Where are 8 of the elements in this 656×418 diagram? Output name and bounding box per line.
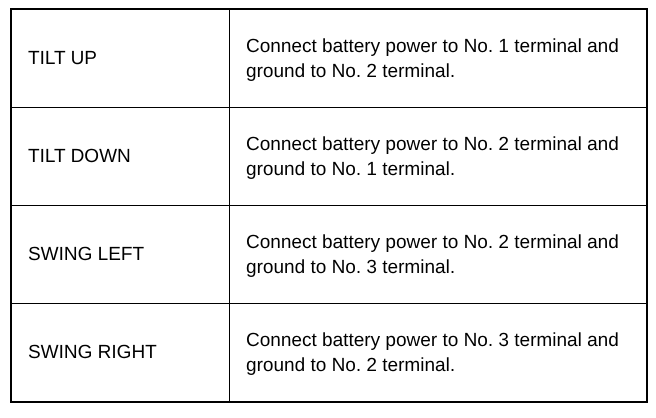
action-label: TILT UP	[28, 48, 97, 68]
instruction-text: Connect battery power to No. 1 terminal and ground to No. 2 terminal.	[246, 36, 619, 82]
action-label: TILT DOWN	[28, 146, 131, 166]
instruction-text: Connect battery power to No. 2 terminal and ground to No. 1 terminal.	[246, 134, 619, 180]
instruction-text: Connect battery power to No. 2 terminal and ground to No. 3 terminal.	[246, 232, 619, 278]
action-label: SWING RIGHT	[28, 342, 157, 362]
action-label: SWING LEFT	[28, 244, 144, 264]
instruction-text: Connect battery power to No. 3 terminal and ground to No. 2 terminal.	[246, 330, 619, 376]
